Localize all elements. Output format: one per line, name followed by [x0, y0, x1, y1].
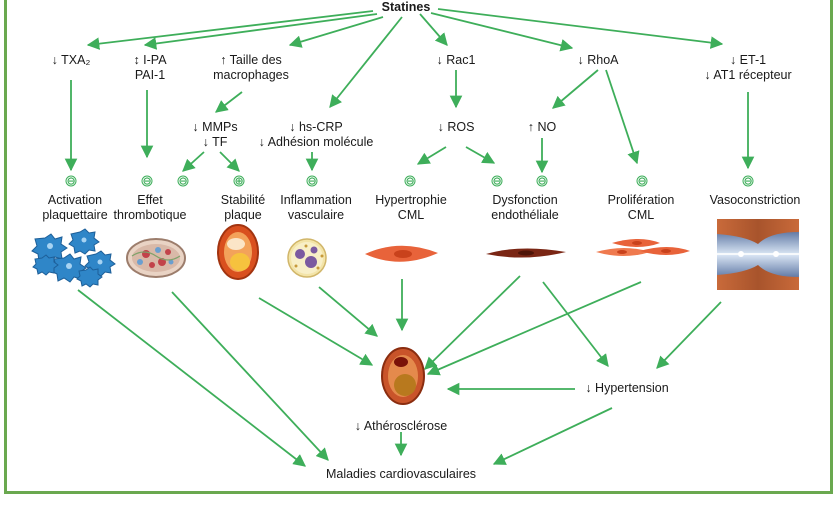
minus-sign-icon: ⊖ [636, 175, 648, 188]
arrow [143, 13, 378, 50]
proliferating-cells-image [596, 239, 690, 256]
plaque-image [217, 224, 259, 280]
minus-sign-icon: ⊖ [177, 175, 189, 188]
et1-node: ↓ ET-1↓ AT1 récepteur [704, 53, 792, 82]
diagram-frame [4, 0, 833, 494]
minus-sign-icon: ⊖ [404, 175, 416, 188]
statines-node: Statines [381, 0, 431, 14]
atherosclerotic-artery-image [381, 347, 425, 405]
arrow [552, 69, 599, 109]
arrow [215, 91, 243, 113]
arrow [258, 297, 374, 366]
hypertension-node: ↓ Hypertension [585, 381, 669, 395]
no-node: ↑ NO [527, 120, 557, 134]
rhoa-node: ↓ RhoA [577, 53, 619, 67]
arrow [465, 146, 496, 164]
arrow [430, 12, 574, 52]
plus-sign-icon: ⊕ [233, 175, 245, 188]
minus-sign-icon: ⊖ [141, 175, 153, 188]
arrow [542, 281, 609, 367]
minus-sign-icon: ⊖ [491, 175, 503, 188]
arrow [288, 16, 384, 48]
arrow [318, 286, 378, 337]
inflammatory-cell-image [287, 238, 327, 278]
arrow [182, 151, 205, 172]
mmps-node: ↓ MMPs↓ TF [192, 120, 238, 149]
arrow [219, 151, 240, 172]
arrow [492, 407, 613, 465]
arrow [77, 289, 306, 467]
arrow [437, 8, 724, 49]
maladies-node: Maladies cardiovasculaires [325, 467, 477, 481]
thrombus-image [126, 238, 186, 278]
minus-sign-icon: ⊖ [536, 175, 548, 188]
endothelial-cell-image [486, 248, 566, 258]
minus-sign-icon: ⊖ [742, 175, 754, 188]
vasoconstriction-node: Vasoconstriction [709, 193, 801, 207]
hscrp-node: ↓ hs-CRP↓ Adhésion molécule [258, 120, 374, 149]
ros-node: ↓ ROS [437, 120, 475, 134]
minus-sign-icon: ⊖ [306, 175, 318, 188]
arrow [419, 13, 448, 46]
arrow [605, 69, 640, 165]
atherosclerose-node: ↓ Athérosclérose [354, 419, 448, 433]
arrow [171, 291, 329, 461]
arrow [424, 275, 521, 370]
arrow [426, 281, 642, 376]
arrow [86, 10, 374, 50]
arrow [329, 16, 403, 108]
smooth-muscle-cell-image [365, 245, 438, 262]
arrow [416, 146, 447, 165]
constricted-vessel-image [717, 219, 799, 290]
arrow [656, 301, 722, 369]
rac1-node: ↓ Rac1 [436, 53, 476, 67]
txa2-node: ↓ TXA₂ [51, 53, 91, 67]
minus-sign-icon: ⊖ [65, 175, 77, 188]
platelets-image [31, 228, 116, 288]
